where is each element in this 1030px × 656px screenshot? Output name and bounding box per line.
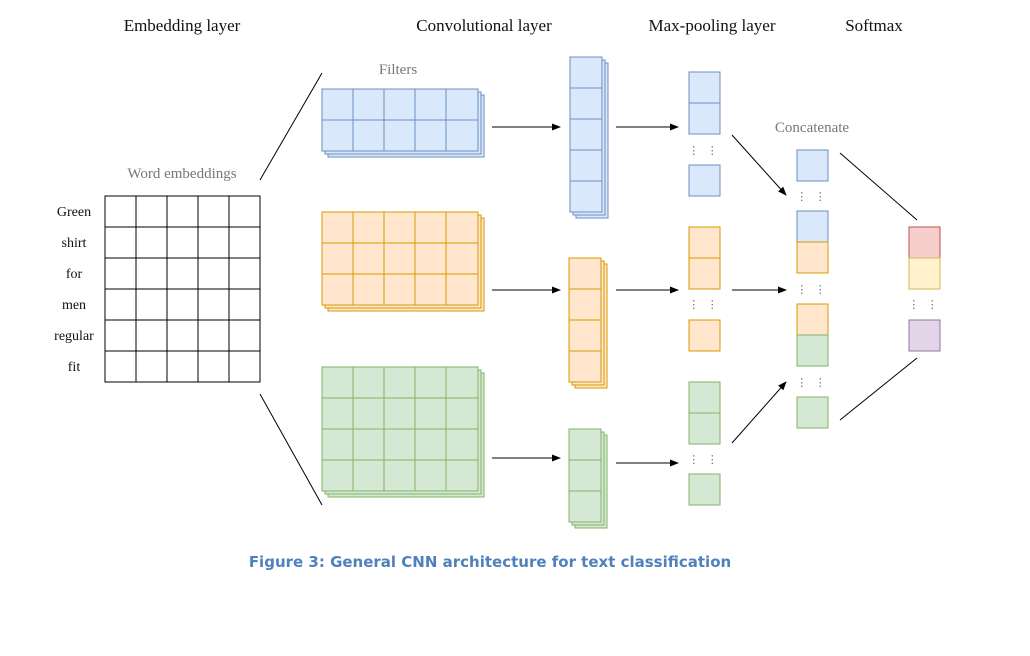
filter-stack-orange bbox=[321, 211, 485, 312]
ellipsis-dots: ⋮ ⋮ bbox=[688, 453, 720, 466]
pool-vector-blue bbox=[688, 71, 721, 197]
arrow-pool-to-concat bbox=[731, 381, 787, 444]
header-embedding-layer: Embedding layer bbox=[124, 16, 241, 35]
header-max-pooling-layer: Max-pooling layer bbox=[649, 16, 776, 35]
ellipsis-dots: ⋮ ⋮ bbox=[796, 376, 828, 389]
pool-vector-orange bbox=[688, 226, 721, 352]
filters-label: Filters bbox=[379, 62, 417, 78]
embedding-matrix bbox=[104, 195, 261, 383]
filter-stack-green bbox=[321, 366, 485, 498]
softmax-output bbox=[908, 226, 941, 352]
ellipsis-dots: ⋮ ⋮ bbox=[908, 298, 940, 311]
feature-map-orange bbox=[568, 257, 608, 389]
arrow-pool-to-concat bbox=[731, 134, 787, 196]
word-label: fit bbox=[68, 360, 81, 375]
word-label: Green bbox=[57, 205, 91, 220]
pool-vector-green bbox=[688, 381, 721, 506]
ellipsis-dots: ⋮ ⋮ bbox=[796, 283, 828, 296]
fan-line-softmax-top bbox=[839, 152, 918, 221]
word-label: for bbox=[66, 267, 83, 282]
ellipsis-dots: ⋮ ⋮ bbox=[688, 144, 720, 157]
concat-vector bbox=[796, 149, 829, 429]
fan-line-bottom bbox=[259, 393, 323, 506]
ellipsis-dots: ⋮ ⋮ bbox=[796, 190, 828, 203]
ellipsis-dots: ⋮ ⋮ bbox=[688, 298, 720, 311]
word-label: regular bbox=[54, 329, 94, 344]
header-softmax: Softmax bbox=[845, 16, 903, 35]
feature-map-blue bbox=[569, 56, 609, 219]
figure-caption: Figure 3: General CNN architecture for t… bbox=[249, 553, 731, 571]
filter-stack-blue bbox=[321, 88, 485, 158]
feature-map-green bbox=[568, 428, 608, 529]
fan-line-softmax-bottom bbox=[839, 357, 918, 421]
fan-line-top bbox=[259, 72, 323, 181]
word-embeddings-label: Word embeddings bbox=[127, 166, 236, 182]
word-label: shirt bbox=[62, 236, 87, 251]
concatenate-label: Concatenate bbox=[775, 120, 849, 136]
header-convolutional-layer: Convolutional layer bbox=[416, 16, 552, 35]
word-label: men bbox=[62, 298, 86, 313]
